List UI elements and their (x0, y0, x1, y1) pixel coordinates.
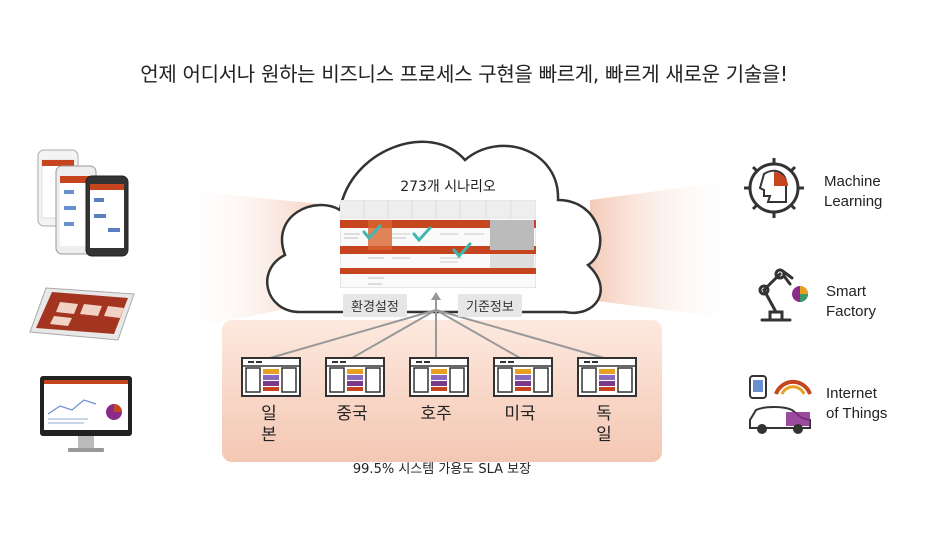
server-rack-icon (241, 357, 301, 397)
server-rack-icon (493, 357, 553, 397)
feature-label-machine-learning: Machine Learning (824, 173, 883, 210)
desktop-monitor-icon (40, 376, 132, 452)
feature-label-smart-factory: Smart Factory (826, 283, 877, 320)
server-rack-icon (325, 357, 385, 397)
region-label-japan: 일 본 (261, 404, 277, 445)
scenario-table (340, 200, 536, 288)
server-rack-icon (409, 357, 469, 397)
cloud-tag-master-data: 기준정보 (458, 294, 522, 317)
cloud-tag-settings: 환경설정 (343, 294, 407, 317)
connected-car-icon (749, 375, 812, 434)
robot-arm-icon (758, 268, 808, 322)
tablet-icon (29, 287, 135, 341)
region-label-china: 중국 (336, 404, 368, 424)
feature-label-iot: Internet of Things (826, 385, 888, 422)
region-label-australia: 호주 (420, 404, 452, 424)
ai-brain-gear-icon (744, 158, 804, 218)
region-label-usa: 미국 (504, 404, 536, 424)
sla-caption: 99.5% 시스템 가용도 SLA 보장 (352, 462, 532, 477)
headline: 언제 어디서나 원하는 비즈니스 프로세스 구현을 빠르게, 빠르게 새로운 기… (140, 62, 788, 86)
cloud-title: 273개 시나리오 (400, 179, 496, 195)
region-label-germany: 독 일 (596, 404, 612, 445)
server-rack-icon (577, 357, 637, 397)
mobile-phones-icon (37, 149, 129, 257)
